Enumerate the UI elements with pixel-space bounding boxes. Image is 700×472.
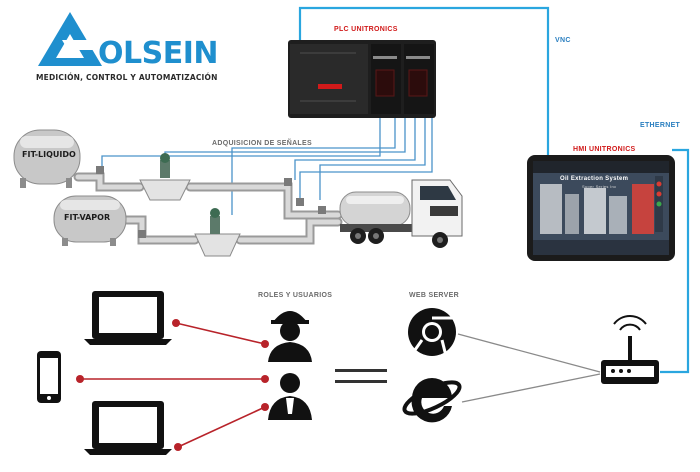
- valve-icons: [96, 166, 326, 238]
- user-suit-icon: [268, 373, 312, 420]
- hmi-label: HMI UNITRONICS: [573, 146, 636, 153]
- flow-meter-liquid-icon: [139, 153, 191, 201]
- brand-name: OLSEIN: [98, 36, 219, 71]
- router-icon: [601, 315, 659, 384]
- web-links: [457, 333, 601, 403]
- hmi-unitronics-device: [527, 155, 675, 261]
- tanker-truck-icon: [339, 179, 463, 248]
- laptop-icon: [84, 401, 172, 455]
- webserver-label: WEB SERVER: [409, 292, 459, 299]
- tank-vapor-icon: [53, 195, 127, 246]
- olsein-logo-icon: [38, 12, 102, 66]
- ethernet-label: ETHERNET: [640, 122, 681, 129]
- ethernet-link-line: [660, 148, 690, 374]
- laptop-icon: [84, 291, 172, 345]
- plc-unitronics-device: [288, 40, 436, 118]
- hmi-screen-subtitle: Super Series Inc: [582, 184, 617, 189]
- brand-tagline: MEDICIÓN, CONTROL Y AUTOMATIZACIÓN: [36, 73, 218, 82]
- worker-helmet-icon: [268, 311, 312, 362]
- tank-liquid-label: FIT-LIQUIDO: [22, 150, 76, 159]
- chrome-icon: [408, 308, 456, 358]
- flow-meter-vapor-icon: [194, 208, 241, 257]
- signal-acquisition-lines: [101, 118, 433, 215]
- internet-explorer-icon: [402, 378, 462, 423]
- roles-label: ROLES Y USUARIOS: [258, 292, 333, 299]
- user-links: [80, 322, 266, 448]
- tank-liquid-icon: [13, 129, 81, 188]
- hmi-screen-title: Oil Extraction System: [560, 176, 629, 182]
- vnc-link-line: [298, 6, 550, 160]
- pipeline: [73, 172, 343, 245]
- equals-sign: [335, 369, 387, 383]
- smartphone-icon: [37, 351, 61, 403]
- acquisition-label: ADQUISICION DE SEÑALES: [212, 140, 312, 147]
- vnc-label: VNC: [555, 37, 571, 44]
- tank-vapor-label: FIT-VAPOR: [64, 213, 111, 222]
- plc-label: PLC UNITRONICS: [334, 26, 398, 33]
